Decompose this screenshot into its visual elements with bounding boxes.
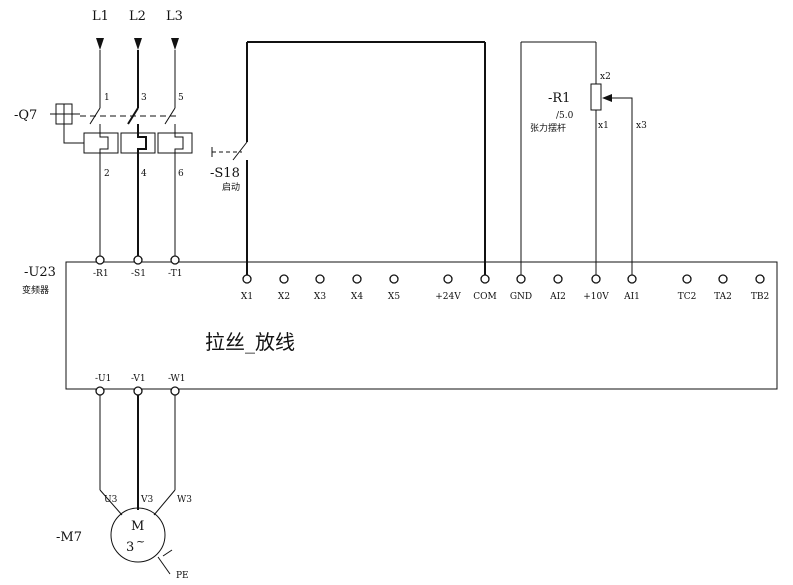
terminal-gnd	[516, 274, 526, 284]
motor-m7: U3 V3 W3 M 3 ~ -M7 PE	[56, 395, 192, 581]
start-switch-tag: -S18	[210, 166, 240, 181]
phase-l2-arrow	[134, 38, 142, 50]
pot-tag: -R1	[548, 91, 570, 106]
breaker-q7: -Q7 1 3 5 2 4 6	[14, 93, 193, 256]
breaker-release-1	[83, 132, 119, 154]
motor-terminal-w3: W3	[177, 495, 192, 505]
terminal-ai1-label: AI1	[623, 292, 640, 302]
terminal-v1-label: -V1	[131, 374, 146, 384]
terminal-tb2-label: TB2	[751, 292, 769, 302]
motor-m: M	[131, 519, 144, 534]
breaker-pin-5: 5	[178, 93, 184, 103]
supply-phases: L1 L2 L3	[92, 9, 183, 108]
terminal-com-label: COM	[473, 292, 496, 302]
motor-tag: -M7	[56, 530, 82, 545]
terminal-24v	[443, 274, 453, 284]
motor-terminal-v3: V3	[140, 495, 153, 505]
motor-symbol	[110, 507, 166, 563]
drive-desc: 变频器	[22, 284, 49, 296]
terminal-com	[480, 274, 490, 284]
motor-pe: PE	[176, 571, 189, 581]
terminal-x2	[279, 274, 289, 284]
pe-conductor	[157, 556, 171, 575]
terminal-t1-label: -T1	[168, 269, 182, 279]
drive-output-terminals: -U1 -V1 -W1	[95, 374, 186, 396]
terminal-x5	[389, 274, 399, 284]
terminal-tc2	[682, 274, 692, 284]
pot-pin-x1: x1	[598, 121, 609, 131]
drive-tag: -U23	[24, 265, 56, 280]
terminal-r1-label: -R1	[93, 269, 109, 279]
terminal-ai2-label: AI2	[549, 292, 566, 302]
drive-title: 拉丝_放线	[205, 330, 295, 354]
pot-desc: 张力摆杆	[530, 122, 566, 134]
terminal-x3	[315, 274, 325, 284]
breaker-pin-6: 6	[178, 169, 184, 179]
pot-pin-x3: x3	[636, 121, 647, 131]
terminal-v1	[133, 386, 143, 396]
terminal-u1	[95, 386, 105, 396]
start-switch-s18: -S18 启动	[210, 41, 486, 275]
terminal-gnd-label: GND	[510, 292, 532, 302]
terminal-ta2	[718, 274, 728, 284]
terminal-s1	[133, 255, 143, 265]
terminal-r1	[95, 255, 105, 265]
breaker-pin-1: 1	[104, 93, 110, 103]
terminal-x1	[242, 274, 252, 284]
breaker-pin-4: 4	[141, 169, 147, 179]
pot-value: /5.0	[556, 111, 574, 121]
potentiometer-body	[590, 83, 602, 111]
terminal-x4	[352, 274, 362, 284]
breaker-pin-3: 3	[141, 93, 147, 103]
terminal-x1-label: X1	[241, 292, 253, 302]
drive-control-terminals: X1 X2 X3 X4 X5 +24V COM GND AI2 +10V AI1 TC2 TA2 TB2	[241, 274, 769, 302]
drive-u23: -U23 变频器 拉丝_放线	[22, 261, 778, 390]
terminal-s1-label: -S1	[131, 269, 146, 279]
terminal-t1	[170, 255, 180, 265]
terminal-x4-label: X4	[351, 292, 363, 302]
phase-l2-label: L2	[129, 9, 146, 24]
phase-l3-arrow	[171, 38, 179, 50]
wiper-arrow-icon	[602, 94, 612, 102]
terminal-x5-label: X5	[388, 292, 400, 302]
terminal-u1-label: -U1	[95, 374, 111, 384]
breaker-pin-2: 2	[104, 169, 110, 179]
terminal-w1	[170, 386, 180, 396]
terminal-10v	[591, 274, 601, 284]
motor-tilde: ~	[136, 535, 145, 548]
drive-input-terminals: -R1 -S1 -T1	[93, 255, 182, 279]
pot-pin-x2: x2	[600, 72, 611, 82]
terminal-x2-label: X2	[278, 292, 290, 302]
potentiometer-r1: x2 x1 x3 -R1 /5.0 张力摆杆	[520, 41, 647, 275]
terminal-tc2-label: TC2	[678, 292, 697, 302]
breaker-tag: -Q7	[14, 108, 37, 123]
phase-l1-label: L1	[92, 9, 109, 24]
terminal-ta2-label: TA2	[714, 292, 732, 302]
drive-box	[65, 261, 778, 390]
terminal-10v-label: +10V	[583, 292, 609, 302]
motor-phases: 3	[126, 540, 134, 555]
terminal-ai1	[627, 274, 637, 284]
terminal-x3-label: X3	[314, 292, 326, 302]
terminal-tb2	[755, 274, 765, 284]
motor-terminal-u3: U3	[104, 495, 118, 505]
terminal-w1-label: -W1	[168, 374, 186, 384]
phase-l1-arrow	[96, 38, 104, 50]
terminal-24v-label: +24V	[435, 292, 461, 302]
start-switch-desc: 启动	[222, 181, 240, 193]
phase-l3-label: L3	[166, 9, 183, 24]
terminal-ai2	[553, 274, 563, 284]
